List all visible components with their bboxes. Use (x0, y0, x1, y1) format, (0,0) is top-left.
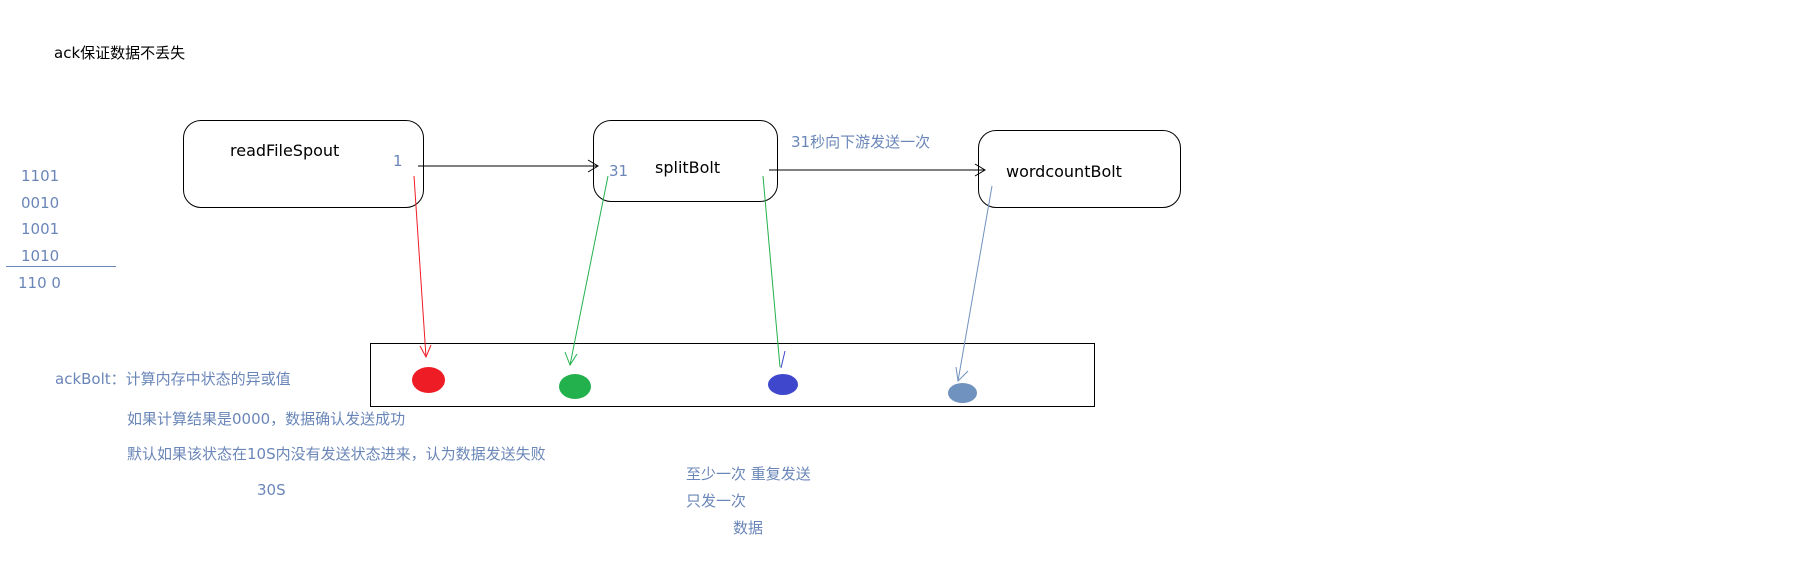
xor-operand-1: 1101 (21, 167, 60, 185)
ack-line-green-arrowhead (564, 351, 578, 367)
xor-operand-3: 1001 (21, 220, 60, 238)
split-port-label: 31 (609, 162, 629, 180)
acker-note-timeout: 默认如果该状态在10S内没有发送状态进来，认为数据发送失败 (127, 445, 546, 463)
xor-operand-2: 0010 (21, 194, 60, 212)
ack-line-green (569, 175, 609, 366)
ack-line-green-2 (762, 175, 781, 368)
acker-state-rectangle (370, 343, 1095, 407)
ack-dot-slate (948, 383, 977, 403)
ack-line-slate-arrowhead (955, 366, 969, 383)
ack-dot-blue (768, 374, 798, 395)
node-readfilespout-label: readFileSpout (230, 141, 340, 160)
edge-spout-to-split-arrowhead (587, 159, 599, 173)
acker-note-success: 如果计算结果是0000，数据确认发送成功 (127, 410, 406, 428)
node-readfilespout (183, 120, 424, 208)
edge-label-31s: 31秒向下游发送一次 (791, 133, 931, 151)
ack-line-blue-tick (780, 350, 786, 369)
acker-note-30s: 30S (257, 481, 286, 499)
ack-dot-red (412, 367, 445, 393)
node-wordcountbolt-label: wordcountBolt (1006, 162, 1122, 181)
semantics-data: 数据 (733, 519, 764, 537)
ack-line-red-arrowhead (419, 344, 432, 359)
semantics-at-least-once: 至少一次 重复发送 (686, 465, 811, 483)
ack-line-slate (957, 185, 993, 382)
node-splitbolt-label: splitBolt (655, 158, 721, 177)
edge-split-to-wordcount-arrowhead (974, 163, 986, 177)
xor-operand-4: 1010 (21, 247, 60, 265)
ack-line-red (413, 175, 427, 358)
node-splitbolt (593, 120, 778, 202)
ack-dot-green (559, 374, 591, 399)
node-wordcountbolt (978, 130, 1181, 208)
acker-note-xor: ackBolt：计算内存中状态的异或值 (55, 370, 291, 388)
diagram-title: ack保证数据不丢失 (54, 44, 186, 62)
semantics-at-most-once: 只发一次 (686, 492, 747, 510)
xor-sum-line (6, 266, 116, 267)
spout-port-label: 1 (393, 152, 403, 170)
xor-result: 110 0 (18, 274, 61, 292)
